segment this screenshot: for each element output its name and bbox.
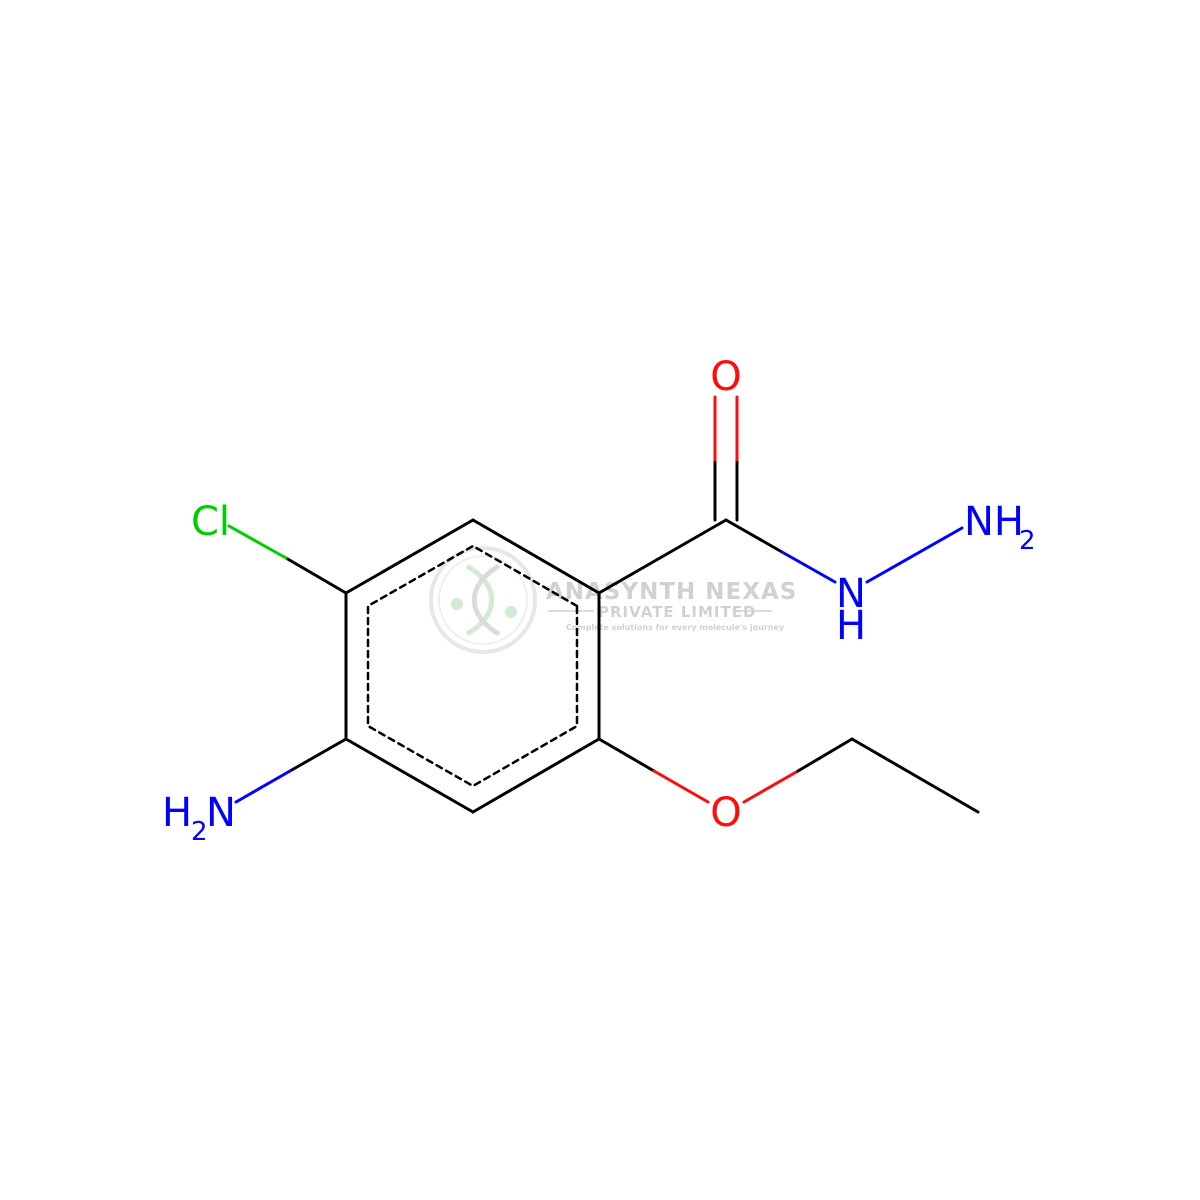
atom-amine-hydrogen: H (162, 790, 192, 836)
atom-nitrogen-amide: N (836, 571, 866, 617)
watermark-company-name: ANASYNTH NEXAS (546, 579, 797, 605)
bond-ring-o-black (597, 737, 656, 773)
bond-ch2-ch3 (850, 737, 980, 814)
atom-hydrogen-amide: H (836, 603, 866, 649)
watermark-company-suffix: PRIVATE LIMITED (598, 603, 756, 621)
atom-chlorine: Cl (191, 499, 230, 545)
bond-carbonyl-n-blue (780, 550, 837, 584)
ring-bond-c5-c6 (471, 737, 601, 814)
atom-nitrogen-terminal: NH (964, 499, 1024, 545)
bond-o-ch2-black (796, 737, 854, 773)
bond-o-ch2-red (742, 769, 800, 804)
bond-ring-o-red (652, 769, 710, 804)
aromatic-inner-ring (366, 544, 579, 788)
atom-oxygen-carbonyl: O (710, 354, 741, 400)
atom-amine-nitrogen: N (206, 790, 236, 836)
ring-bond-c1-c2 (471, 518, 601, 595)
atom-nitrogen-terminal-subscript: 2 (1019, 526, 1036, 556)
bonds (227, 395, 980, 814)
watermark-tagline: Complete solutions for every molecule's … (566, 623, 785, 632)
bond-ring-cl-black (284, 556, 348, 595)
bond-carbonyl-n-black (724, 518, 784, 554)
bond-ring-cl-green (227, 524, 288, 560)
atom-labels: O N H NH 2 Cl O H 2 N (162, 354, 1036, 847)
atom-oxygen-ether: O (710, 790, 741, 836)
atom-amine-subscript: 2 (191, 817, 208, 847)
bond-ring-nh2-black (288, 737, 348, 773)
ring-bond-c4-c5 (344, 737, 475, 814)
dna-helix-icon (429, 546, 537, 654)
bond-ring-carbonyl (597, 518, 728, 595)
bond-ring-nh2-blue (234, 769, 292, 804)
bond-n-n (865, 526, 964, 584)
ring-bond-c2-c3 (344, 518, 475, 595)
watermark: ANASYNTH NEXAS PRIVATE LIMITED Complete … (429, 546, 797, 654)
